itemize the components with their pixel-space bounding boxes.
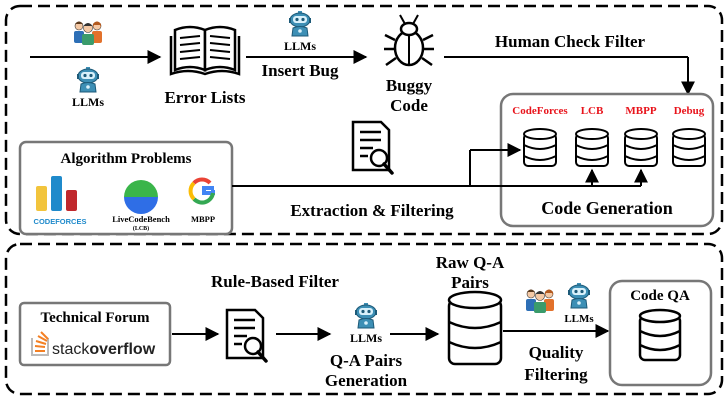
raw-qa-pairs-line2: Pairs (451, 273, 489, 292)
code-qa-label: Code QA (630, 288, 690, 304)
raw-qa-database-icon (447, 290, 503, 366)
mbpp-label: MBPP (191, 214, 215, 224)
database-icon-mbpp (624, 128, 658, 167)
llms-left-label: LLMs (72, 95, 104, 109)
robot-icon-bottom (354, 302, 378, 329)
dataset-label-debug: Debug (674, 105, 705, 117)
stackoverflow-wordmark: stackoverflow (52, 341, 156, 358)
dataset-label-mbpp: MBPP (625, 105, 656, 117)
top-panel-border (4, 4, 724, 236)
livecodebench-label: LiveCodeBench (112, 214, 170, 224)
qa-pairs-generation-line1: Q-A Pairs (330, 351, 403, 370)
error-lists-label: Error Lists (164, 88, 245, 107)
human-check-filter-label: Human Check Filter (495, 32, 646, 51)
livecodebench-sublabel: (LCB) (133, 225, 149, 232)
technical-forum-box (18, 301, 172, 367)
llms-mid-label: LLMs (284, 39, 316, 53)
rule-based-filter-label: Rule-Based Filter (211, 272, 339, 291)
document-search-icon-bottom (225, 308, 268, 363)
codeforces-logo-text: CODEFORCES (34, 217, 87, 226)
people-icon-left (73, 21, 103, 46)
dataset-label-codeforces: CodeForces (512, 105, 568, 117)
dataset-label-lcb: LCB (581, 105, 604, 117)
bottom-panel-border (4, 242, 724, 396)
raw-qa-pairs-line1: Raw Q-A (436, 253, 505, 272)
quality-filtering-line1: Quality (529, 343, 584, 362)
insert-bug-label: Insert Bug (262, 61, 339, 80)
extraction-filtering-label: Extraction & Filtering (290, 201, 454, 220)
people-icon-right (525, 289, 555, 314)
google-logo-icon (188, 177, 215, 205)
robot-icon-right (567, 282, 591, 309)
robot-icon-left (76, 66, 100, 93)
database-icon-codeforces (523, 128, 557, 167)
stackoverflow-word-overflow: overflow (89, 341, 155, 358)
code-generation-label: Code Generation (541, 198, 672, 218)
algorithm-problems-title: Algorithm Problems (61, 151, 192, 167)
buggy-code-label-line2: Code (390, 96, 428, 115)
livecodebench-logo (124, 180, 158, 214)
stackoverflow-logo-icon (31, 331, 49, 356)
error-lists-book-icon (169, 25, 241, 76)
buggy-code-label-line1: Buggy (386, 76, 433, 95)
code-qa-database-icon (638, 308, 682, 362)
qa-pairs-generation-line2: Generation (325, 371, 408, 390)
robot-icon-mid (288, 10, 312, 37)
stackoverflow-word-stack: stack (52, 341, 90, 358)
technical-forum-title: Technical Forum (40, 310, 150, 326)
document-search-icon-top (351, 120, 394, 175)
llms-bottom-label: LLMs (350, 331, 382, 345)
database-icon-lcb (575, 128, 609, 167)
codeforces-logo: CODEFORCES (34, 176, 87, 226)
bug-icon (384, 14, 434, 67)
quality-filtering-line2: Filtering (524, 365, 588, 384)
llms-right-label: LLMs (564, 313, 594, 325)
database-icon-debug (672, 128, 706, 167)
